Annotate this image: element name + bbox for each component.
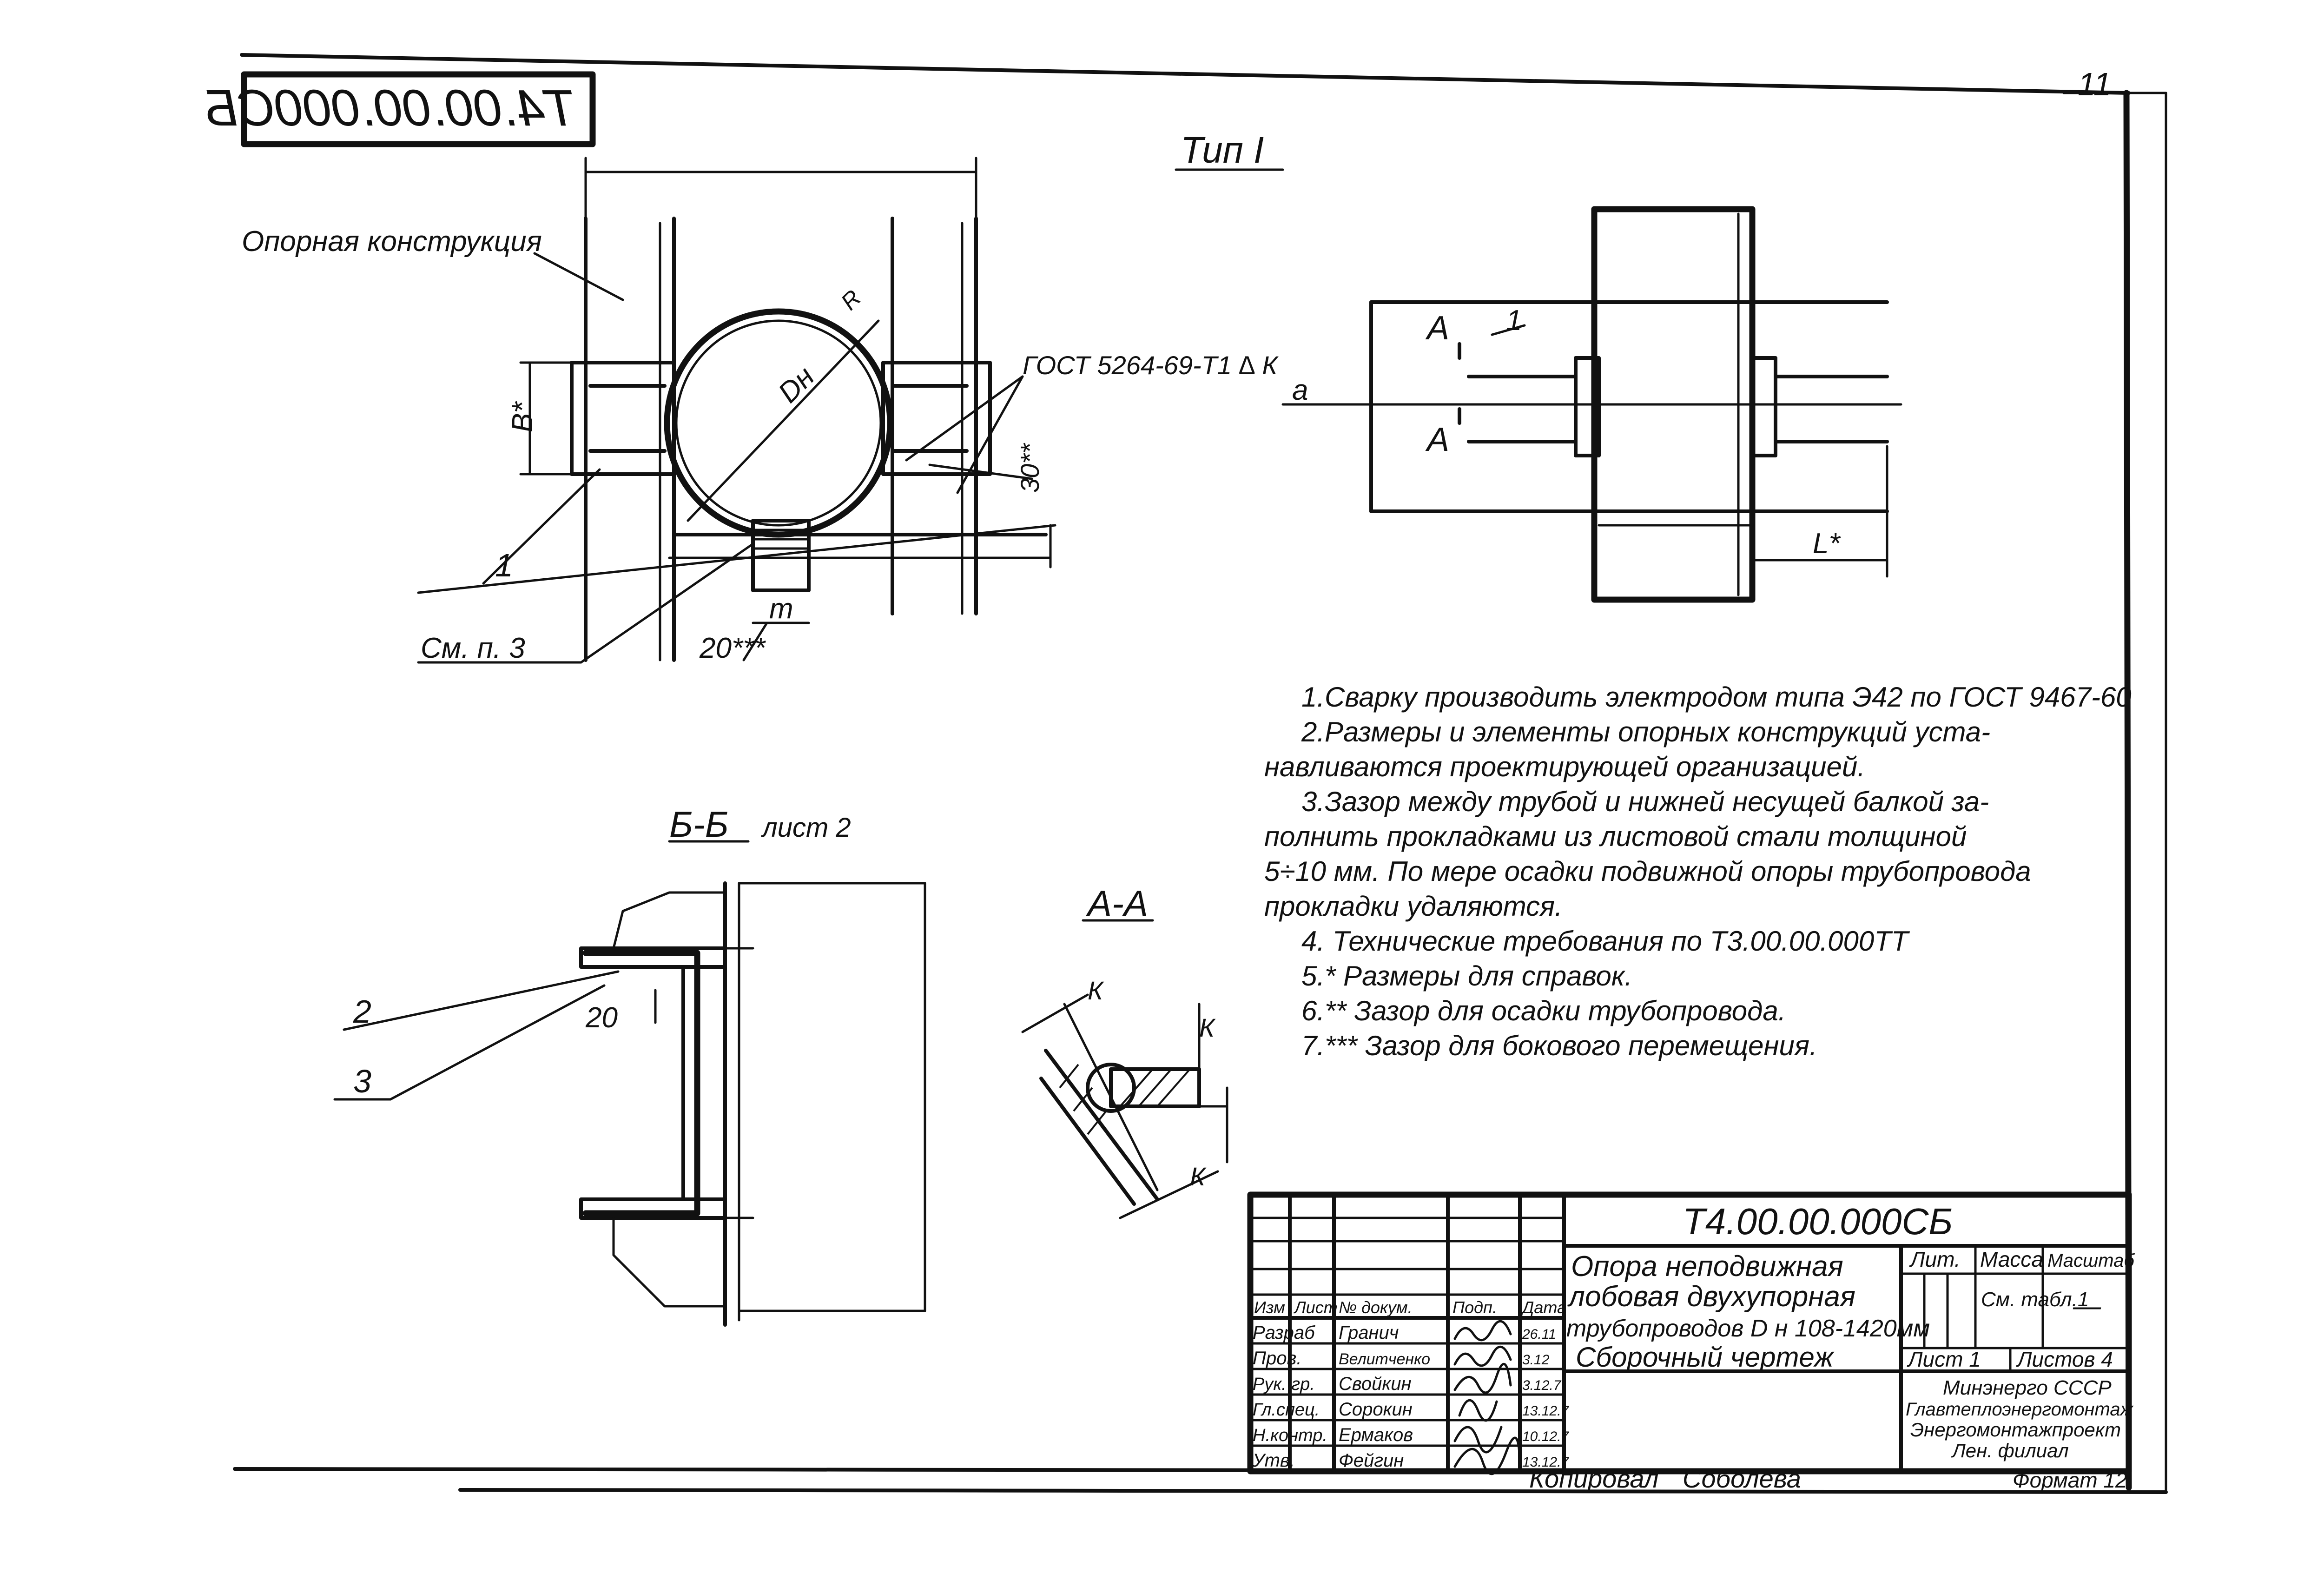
side-view: [1281, 206, 1902, 603]
title-row-name: Ермаков: [1339, 1425, 1413, 1445]
note-line: 6.** Зазор для осадки трубопровода.: [1301, 995, 1786, 1026]
title-line-4: Сборочный чертеж: [1576, 1342, 1835, 1373]
title-org-line-3: Энергомонтажпроект: [1910, 1419, 2121, 1441]
title-row-role: Н.контр.: [1253, 1426, 1327, 1445]
title-row-date: 3.12.7: [1522, 1378, 1562, 1393]
title-row-date: 10.12.7: [1522, 1429, 1569, 1444]
label-weld-k3: К: [1190, 1162, 1207, 1191]
title-row-date: 13.12.7: [1522, 1403, 1569, 1419]
sheet-number: 11: [2078, 66, 2112, 102]
title-row-name: Велитченко: [1339, 1350, 1430, 1368]
note-line: 2.Размеры и элементы опорных конструкций…: [1301, 716, 1990, 747]
label-see-p3: См. п. 3: [421, 632, 525, 664]
title-org-line-1: Минэнерго СССР: [1943, 1376, 2112, 1399]
mirrored-stamp-box: Т4.00.00.000СБ: [205, 71, 596, 147]
label-dim-dn: Dн: [772, 360, 821, 409]
label-support-structure: Опорная конструкция: [242, 225, 542, 258]
title-row-name: Свойкин: [1339, 1374, 1412, 1394]
section-aa-view: [1021, 993, 1228, 1219]
title-row-name: Гранич: [1339, 1322, 1399, 1343]
note-line: навливаются проектирующей организацией.: [1264, 751, 1865, 782]
label-dim-b: В*: [507, 401, 539, 432]
title-scale-value: —: [2073, 1290, 2101, 1322]
title-row-role: Гл.спец.: [1253, 1400, 1320, 1420]
title-org-line-4: Лен. филиал: [1951, 1440, 2069, 1461]
label-section-a-top: А: [1425, 310, 1449, 347]
title-row-role: Утв.: [1252, 1450, 1295, 1471]
label-dim-r: R: [836, 285, 866, 315]
title-sheet: Лист 1: [1907, 1347, 1981, 1371]
label-section-bb: Б-Б: [669, 804, 729, 845]
title-row-name: Сорокин: [1339, 1399, 1413, 1420]
title-line-2: лобовая двухупорная: [1567, 1281, 1855, 1313]
title-row-name: Фейгин: [1339, 1450, 1404, 1471]
note-line: 4. Технические требования по Т3.00.00.00…: [1301, 926, 1910, 957]
notes-block: 1.Сварку производить электродом типа Э42…: [1264, 681, 2132, 1061]
label-pos2: 2: [353, 993, 371, 1030]
title-line-3: трубопроводов D н 108-1420мм: [1566, 1315, 1930, 1342]
label-dim-20: 20: [585, 1002, 618, 1034]
title-row-date: 3.12: [1522, 1352, 1550, 1368]
label-section-bb-sheet: лист 2: [761, 813, 851, 843]
label-format: Формат 12: [2013, 1468, 2127, 1492]
sheet-frame: [233, 53, 2168, 1494]
title-header-izm: Изм: [1254, 1298, 1285, 1317]
label-weld-k1: К: [1088, 976, 1104, 1005]
note-line: 3.Зазор между трубой и нижней несущей ба…: [1301, 786, 1989, 817]
title-header-doc: № докум.: [1339, 1298, 1413, 1317]
title-header-sign: Подп.: [1452, 1298, 1497, 1317]
note-line: 1.Сварку производить электродом типа Э42…: [1301, 681, 2132, 713]
label-pos3: 3: [353, 1063, 371, 1099]
title-sheets: Листов 4: [2016, 1347, 2113, 1371]
label-pos1-right: 1: [1506, 304, 1522, 337]
signatures: [1453, 1320, 1521, 1475]
label-pos1: 1: [495, 547, 513, 583]
title-row-date: 13.12.7: [1522, 1455, 1569, 1470]
label-section-aa: А-А: [1086, 883, 1148, 924]
title-head-scale: Масштаб: [2047, 1250, 2135, 1271]
label-copier: Соболева: [1683, 1464, 1801, 1493]
title-header-list: Лист: [1294, 1298, 1338, 1317]
title-row-role: Пров.: [1253, 1348, 1301, 1369]
title-head-mass: Масса: [1980, 1247, 2043, 1271]
note-line: полнить прокладками из листовой стали то…: [1264, 821, 1967, 852]
title-row-role: Разраб: [1253, 1322, 1315, 1343]
title-header-date: Дата: [1520, 1298, 1566, 1317]
title-org-line-2: Главтеплоэнергомонтаж: [1906, 1399, 2134, 1420]
label-copied: Копировал: [1529, 1464, 1659, 1493]
section-bb-view: [333, 881, 926, 1327]
mirrored-stamp: Т4.00.00.000СБ: [205, 79, 576, 137]
label-weld-gost: ГОСТ 5264-69-Т1 ∆ К: [1023, 350, 1279, 380]
title-head-lit: Лит.: [1909, 1247, 1961, 1271]
type-label: Тип I: [1181, 129, 1264, 171]
label-dim-m: m: [769, 593, 793, 625]
label-dim-20-side: 20***: [699, 632, 766, 664]
note-line: 5.* Размеры для справок.: [1301, 960, 1632, 992]
title-mass-value: См. табл.1: [1981, 1288, 2089, 1311]
title-row-role: Рук. гр.: [1253, 1375, 1315, 1394]
label-dim-l: L*: [1813, 528, 1841, 560]
note-line: 7.*** Зазор для бокового перемещения.: [1301, 1030, 1817, 1061]
label-axis-a: а: [1292, 374, 1308, 406]
title-designation: Т4.00.00.000СБ: [1683, 1201, 1953, 1242]
title-row-date: 26.11: [1522, 1327, 1556, 1342]
note-line: 5÷10 мм. По мере осадки подвижной опоры …: [1264, 856, 2031, 887]
note-line: прокладки удаляются.: [1264, 891, 1563, 922]
title-block: [1247, 1191, 2132, 1475]
front-view: [417, 157, 1056, 664]
title-line-1: Опора неподвижная: [1571, 1250, 1843, 1283]
label-weld-k2: К: [1199, 1013, 1216, 1042]
label-section-a-bottom: А: [1425, 421, 1449, 458]
label-dim-30: 30**: [1015, 443, 1044, 493]
